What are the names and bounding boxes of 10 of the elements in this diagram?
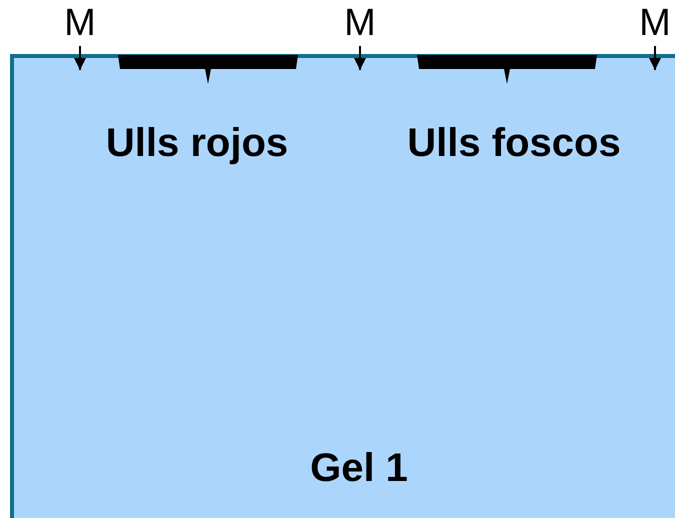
marker-label: M xyxy=(340,4,380,46)
arrow xyxy=(354,46,366,70)
marker-label: M xyxy=(60,4,100,46)
gel-slab xyxy=(10,54,675,518)
marker-label: M xyxy=(635,4,675,46)
lane-label: Ulls foscos xyxy=(406,120,622,167)
gel-title: Gel 1 xyxy=(309,448,409,488)
arrow xyxy=(649,46,661,70)
lane-label: Ulls rojos xyxy=(104,120,290,167)
arrow xyxy=(74,46,86,70)
